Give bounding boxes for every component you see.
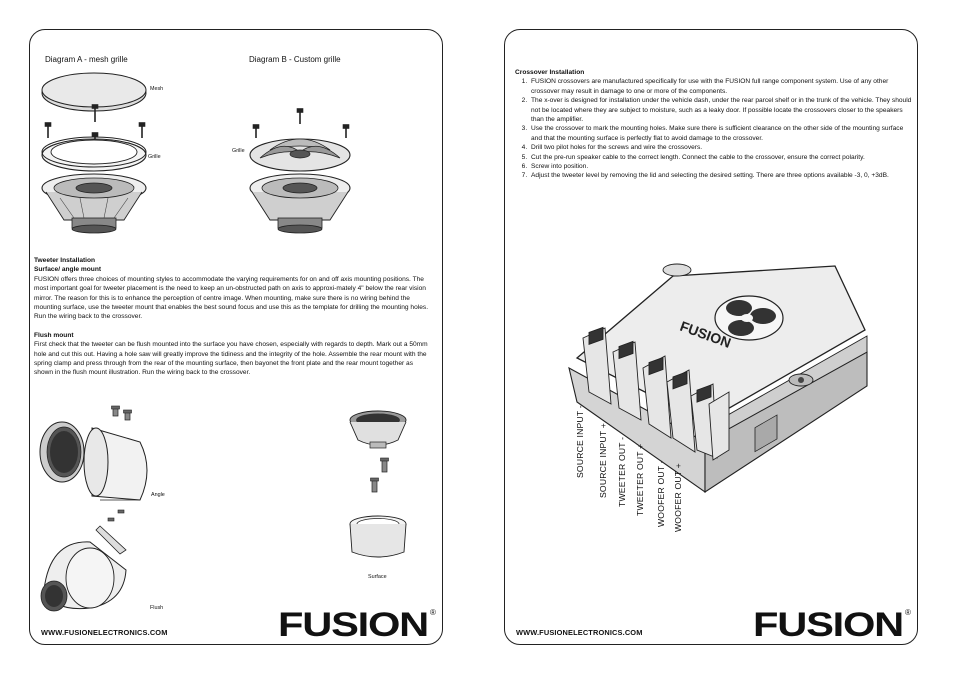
tweeter-section: Tweeter Installation Surface/ angle moun… — [34, 256, 432, 378]
registered-mark: ® — [905, 608, 911, 617]
terminal-label: TWEETER OUT + — [635, 443, 645, 516]
diagram-b-label: Diagram B - Custom grille — [249, 55, 341, 64]
diagram-b-illustration — [249, 108, 351, 234]
crossover-title: Crossover Installation — [515, 69, 585, 76]
label-flush: Flush — [150, 605, 164, 611]
crossover-illustration: FUSION — [568, 263, 868, 494]
label-surface: Surface — [368, 574, 387, 580]
step-item: Adjust the tweeter level by removing the… — [529, 171, 915, 180]
right-page: Crossover Installation FUSION crossovers… — [504, 29, 918, 645]
brand-wordmark: FUSION — [278, 606, 428, 644]
fusion-logo: FUSION — [753, 606, 913, 645]
label-angle: Angle — [151, 492, 165, 498]
crossover-section: Crossover Installation FUSION crossovers… — [515, 68, 915, 181]
tweeter-mount-illustrations — [39, 405, 407, 612]
flush-title: Flush mount — [34, 331, 74, 339]
crossover-steps: FUSION crossovers are manufactured speci… — [515, 77, 915, 180]
label-grille-b: Grille — [232, 148, 245, 154]
step-item: Use the crossover to mark the mounting h… — [529, 124, 915, 143]
step-item: The x-over is designed for installation … — [529, 96, 915, 124]
terminal-label: WOOFER OUT - — [656, 460, 666, 527]
registered-mark: ® — [430, 608, 436, 617]
website-url: WWW.FUSIONELECTRONICS.COM — [516, 628, 643, 637]
step-item: Drill two pilot holes for the screws and… — [529, 143, 915, 152]
step-item: FUSION crossovers are manufactured speci… — [529, 77, 915, 96]
brand-wordmark: FUSION — [753, 606, 903, 644]
label-grille-a: Grille — [148, 154, 161, 160]
terminal-label: WOOFER OUT + — [673, 463, 683, 532]
label-mesh: Mesh — [150, 86, 164, 92]
tweeter-title: Tweeter Installation — [34, 257, 96, 264]
diagram-a-illustration — [41, 72, 147, 234]
flush-body: First check that the tweeter can be flus… — [34, 341, 428, 377]
website-url: WWW.FUSIONELECTRONICS.COM — [41, 628, 168, 637]
terminal-label: SOURCE INPUT - — [575, 405, 585, 478]
step-item: Screw into position. — [529, 162, 915, 171]
step-item: Cut the pre-run speaker cable to the cor… — [529, 153, 915, 162]
left-page: Diagram A - mesh grille Diagram B - Cust… — [29, 29, 443, 645]
fusion-logo: FUSION — [278, 606, 438, 645]
terminal-label: SOURCE INPUT + — [598, 423, 608, 498]
surface-title: Surface/ angle mount — [34, 266, 102, 274]
diagram-a-label: Diagram A - mesh grille — [45, 55, 128, 64]
surface-body: FUSION offers three choices of mounting … — [34, 275, 429, 321]
terminal-label: TWEETER OUT - — [617, 436, 627, 507]
